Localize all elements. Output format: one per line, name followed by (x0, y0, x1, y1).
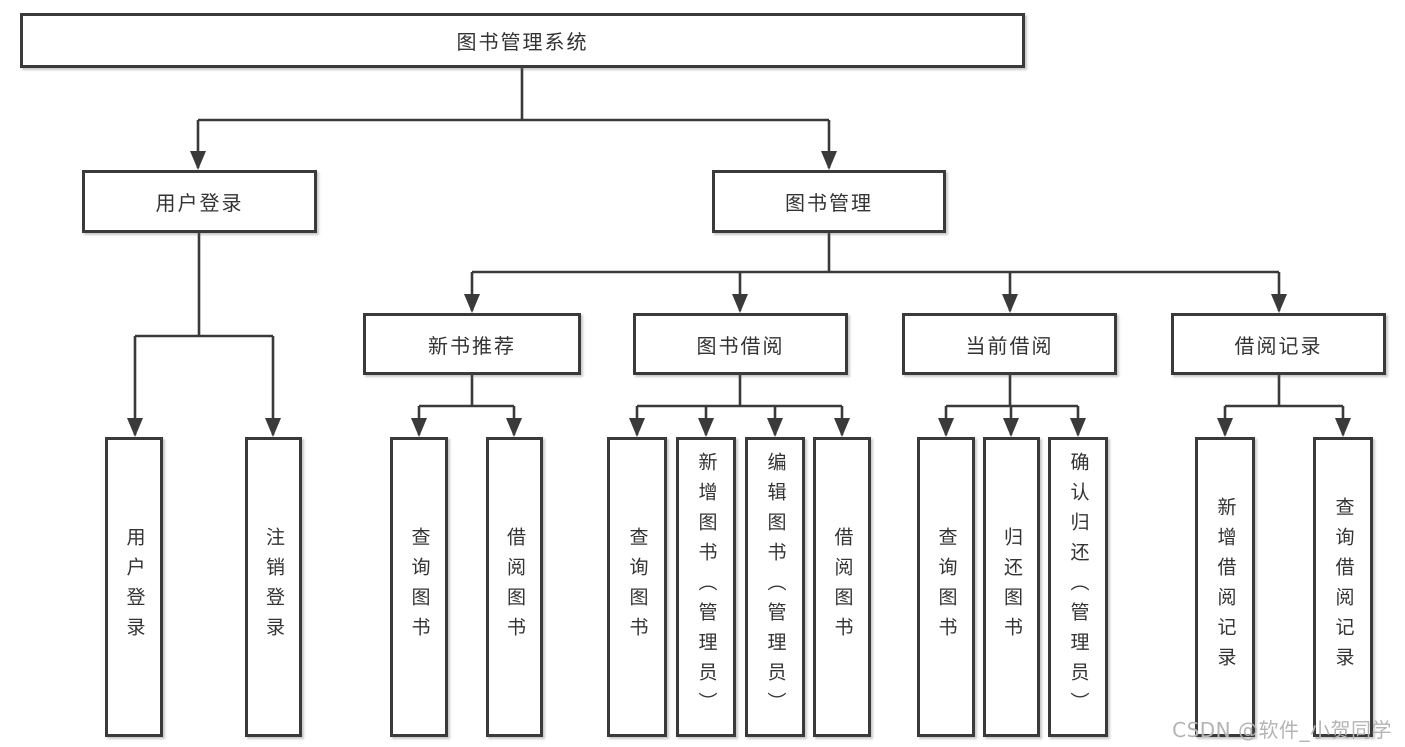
node-leaf-query-books-3: 查询图书 (917, 437, 975, 737)
node-leaf-add-borrow-record: 新增借阅记录 (1195, 437, 1255, 737)
node-book-borrow: 图书借阅 (633, 313, 848, 375)
arrowheads (127, 151, 1351, 437)
node-current-borrow: 当前借阅 (902, 313, 1117, 375)
csdn-watermark: CSDN @软件_小贺同学 (1172, 718, 1392, 742)
node-book-management: 图书管理 (712, 170, 946, 233)
node-new-book-recommend: 新书推荐 (363, 313, 581, 375)
node-leaf-user-login: 用户登录 (105, 437, 163, 737)
node-leaf-confirm-return-admin: 确认归还（管理员） (1048, 437, 1108, 737)
node-borrow-records: 借阅记录 (1171, 313, 1386, 375)
node-leaf-add-book-admin: 新增图书（管理员） (676, 437, 736, 737)
node-library-system: 图书管理系统 (20, 13, 1025, 68)
node-leaf-borrow-books-2: 借阅图书 (813, 437, 871, 737)
node-user-login: 用户登录 (82, 170, 317, 233)
node-leaf-query-borrow-record: 查询借阅记录 (1313, 437, 1373, 737)
node-leaf-logout: 注销登录 (245, 437, 302, 737)
node-leaf-query-books-1: 查询图书 (390, 437, 448, 737)
node-leaf-query-books-2: 查询图书 (607, 437, 667, 737)
node-leaf-edit-book-admin: 编辑图书（管理员） (745, 437, 805, 737)
node-leaf-return-book: 归还图书 (983, 437, 1040, 737)
node-leaf-borrow-books-1: 借阅图书 (486, 437, 543, 737)
